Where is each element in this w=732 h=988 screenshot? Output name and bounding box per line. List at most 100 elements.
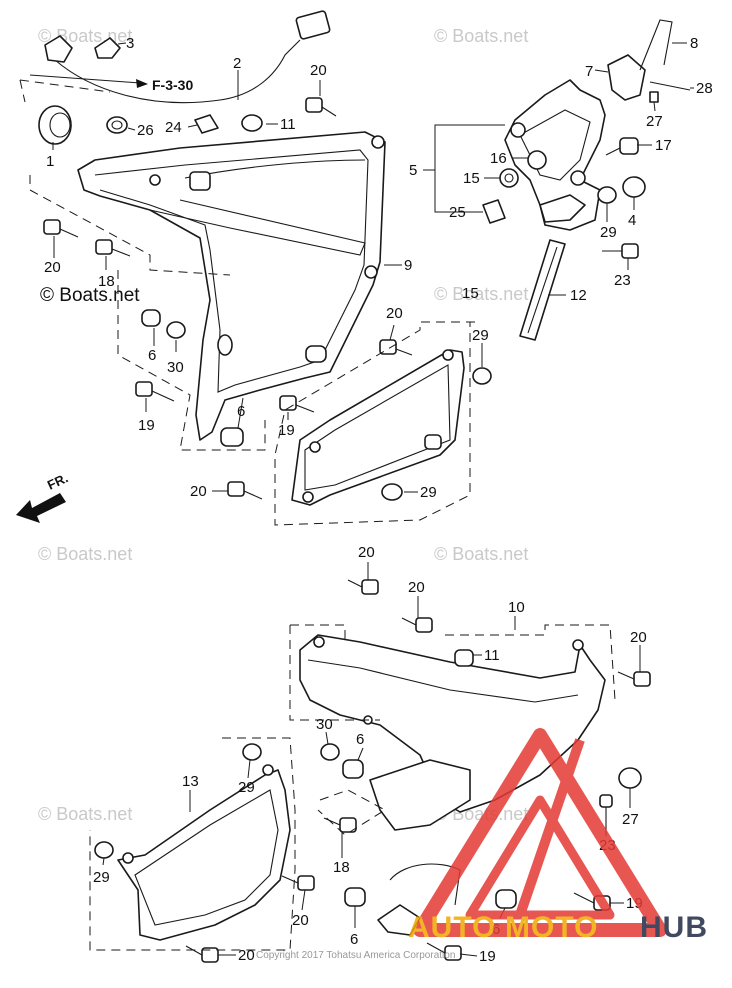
front-direction-arrow: FR.	[16, 470, 70, 523]
callout-label: 19	[479, 948, 496, 965]
callout-label: 10	[508, 599, 525, 616]
callout-label: 30	[316, 716, 333, 733]
bolt-part-22	[599, 794, 613, 830]
callout-label: 11	[280, 116, 296, 133]
grommet	[262, 764, 274, 776]
collar-part-30	[320, 743, 340, 761]
nut-part-15	[499, 168, 519, 188]
callout-label: 29	[600, 224, 617, 241]
callout-label: 5	[409, 162, 417, 179]
screw-icon	[617, 671, 651, 687]
callout-label: 24	[165, 119, 182, 136]
inner-cover-assembly: F-3-30	[19, 10, 386, 451]
callout-label: 27	[622, 811, 639, 828]
callout-label: 1	[46, 153, 54, 170]
collar-part-29	[472, 367, 492, 385]
grommet-part-25	[618, 767, 642, 789]
hinge-part-7	[607, 54, 646, 101]
callout-label: 11	[484, 647, 500, 664]
callout-label: 13	[182, 773, 199, 790]
pin-part-27	[649, 81, 691, 91]
clip-part-23	[482, 199, 506, 224]
callout-label: 15	[462, 285, 479, 302]
callout-label: 19	[278, 422, 295, 439]
callout-label: 26	[137, 122, 154, 139]
panel-part-13	[291, 349, 465, 506]
callout-label: 25	[449, 204, 466, 221]
inner-cover-part-9	[77, 131, 386, 441]
clip-part-3	[94, 37, 121, 59]
callout-label: 6	[356, 731, 364, 748]
collar-part-28	[597, 186, 617, 204]
watermark-text: © Boats.net	[434, 284, 528, 304]
collar-part-29	[381, 483, 403, 501]
callout-label: 29	[93, 869, 110, 886]
cable-part-2	[54, 39, 301, 104]
cap-part-11	[241, 114, 263, 132]
collar-part-30	[166, 321, 186, 339]
watermark-text: © Boats.net	[38, 544, 132, 564]
grommet	[572, 639, 584, 651]
watermark-text: © Boats.net	[434, 544, 528, 564]
grommet-part-4	[622, 176, 646, 198]
callout-label: 6	[148, 347, 156, 364]
grommet-part-6	[342, 759, 364, 779]
callout-label: 2	[233, 55, 241, 72]
screw-icon	[95, 239, 131, 257]
leader-lines	[52, 42, 694, 957]
grommet-part-6	[141, 309, 161, 327]
callout-label: 29	[420, 484, 437, 501]
side-panel-13	[227, 321, 492, 526]
lamp-socket-part-1	[38, 105, 72, 145]
callout-label: 18	[98, 273, 115, 290]
logo-text-auto: AUTO	[408, 911, 496, 944]
outer-cover-10	[289, 579, 651, 961]
watermark-text: © Boats.net	[434, 26, 528, 46]
callout-label: 27	[646, 113, 663, 130]
callout-label: 20	[386, 305, 403, 322]
grommet	[313, 636, 325, 648]
callout-label: 29	[238, 779, 255, 796]
callout-label: 20	[238, 947, 255, 964]
grommet	[424, 434, 442, 450]
collar-part-11	[454, 649, 474, 667]
callout-label: 6	[350, 931, 358, 948]
hinge-hole	[570, 170, 586, 186]
callout-label: 16	[490, 150, 507, 167]
collar-part-29	[242, 743, 262, 761]
callout-label: 4	[628, 212, 636, 229]
callout-label: 20	[358, 544, 375, 561]
callout-label: 20	[44, 259, 61, 276]
bracket-assembly-5	[434, 19, 691, 341]
hinge-hole	[510, 122, 526, 138]
copyright-text: Copyright 2017 Tohatsu America Corporati…	[256, 950, 455, 961]
automotohub-logo: AUTO MOTO HUB	[408, 728, 707, 944]
watermark-text-dark: © Boats.net	[40, 285, 140, 306]
screw-part-21	[602, 243, 639, 259]
reference-label: F-3-30	[152, 77, 193, 93]
callout-label: 20	[408, 579, 425, 596]
callouts: 3 2 1 26 24 11 20 20 18 6 30 19 6 9 19 2…	[44, 35, 713, 965]
screw-icon	[305, 97, 337, 117]
callout-label: 15	[463, 170, 480, 187]
callout-label: 28	[696, 80, 713, 97]
screw-icon	[279, 395, 315, 413]
grommet	[302, 491, 314, 503]
grommet-part-6	[495, 889, 517, 909]
callout-label: 23	[614, 272, 631, 289]
callout-label: 30	[167, 359, 184, 376]
collar-part-29	[94, 841, 114, 859]
socket-part	[44, 35, 73, 63]
clip-part-23	[194, 114, 219, 134]
bolt-part-17	[605, 137, 639, 156]
screw-icon	[379, 339, 413, 356]
watermark-text: © Boats.net	[38, 804, 132, 824]
watermarks: © Boats.net © Boats.net © Boats.net © Bo…	[38, 26, 528, 824]
panel-part-14	[117, 769, 291, 941]
callout-label: 18	[333, 859, 350, 876]
washer-part-16	[527, 150, 547, 170]
grommet-part-6	[220, 427, 244, 447]
screw-icon	[401, 617, 433, 633]
callout-label: 20	[190, 483, 207, 500]
